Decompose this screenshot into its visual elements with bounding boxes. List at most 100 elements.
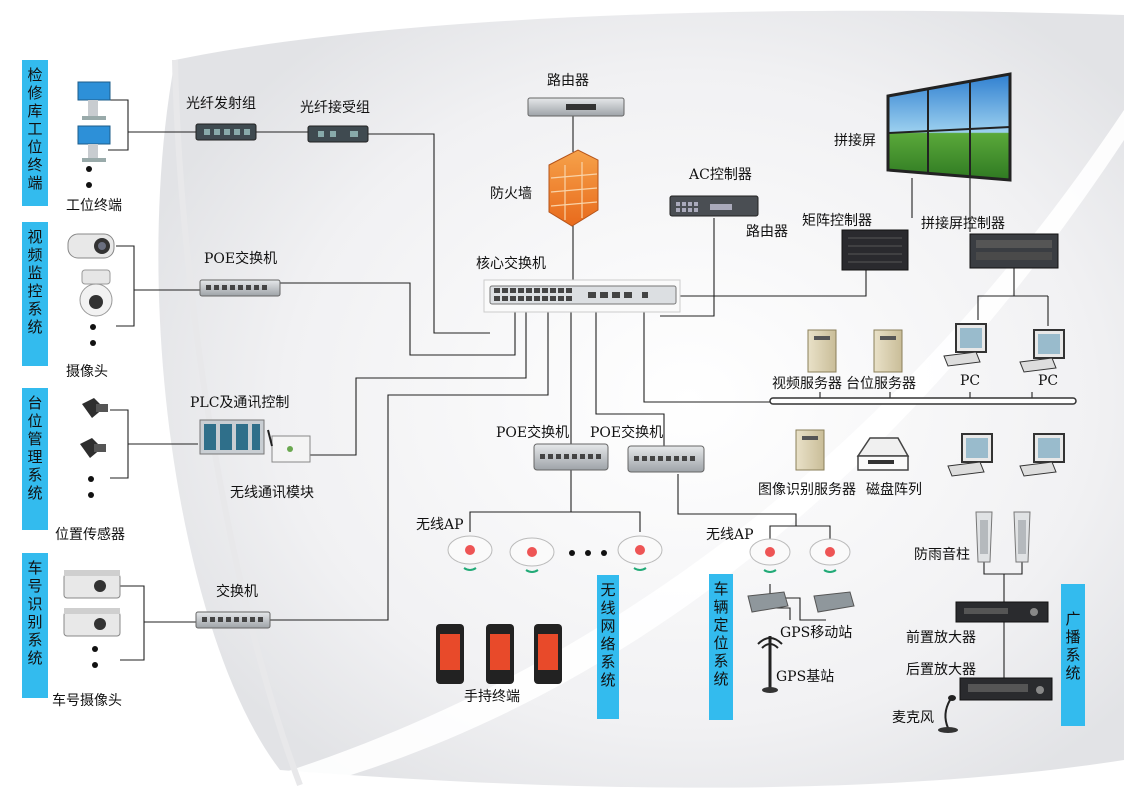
- label-pre-amplifier: 前置放大器: [906, 630, 976, 646]
- background-swoosh: [158, 10, 1124, 788]
- video-server-device: [807, 329, 837, 373]
- handheld-device-2: [486, 624, 514, 684]
- label-core-switch: 核心交换机: [476, 256, 546, 272]
- wireless-module-device: [267, 429, 311, 463]
- ellipsis-dot: [92, 662, 98, 668]
- wireless-ap-device-1: [447, 535, 493, 571]
- ellipsis-dot: [86, 182, 92, 188]
- fiber-transmitter-device: [195, 123, 257, 141]
- ac-controller-device: [669, 195, 759, 217]
- label-post-amplifier: 后置放大器: [906, 662, 976, 678]
- wireless-ap-device-4: [749, 538, 791, 573]
- label-router-top: 路由器: [547, 73, 589, 89]
- label-poe-switch-left: POE交换机: [204, 251, 278, 267]
- label-fiber-tx: 光纤发射组: [186, 96, 256, 112]
- ellipsis-dot: [90, 324, 96, 330]
- label-wireless-module: 无线通讯模块: [230, 485, 314, 501]
- poe-switch-left-device: [199, 279, 281, 297]
- router-top-device: [527, 97, 625, 117]
- post-amplifier-device: [959, 677, 1053, 701]
- ellipsis-dot: [90, 340, 96, 346]
- label-matrix-controller: 矩阵控制器: [802, 213, 872, 229]
- label-ac-controller: AC控制器: [689, 167, 752, 183]
- label-switch: 交换机: [216, 584, 258, 600]
- dome-camera-device: [79, 269, 113, 317]
- label-pc-2: PC: [1038, 373, 1059, 389]
- splice-controller-device: [969, 233, 1059, 269]
- label-position-sensor: 位置传感器: [55, 527, 125, 543]
- label-splice-screen: 拼接屏: [834, 133, 876, 149]
- label-gps-base: GPS基站: [776, 669, 835, 685]
- connection-lines: [108, 99, 1049, 678]
- splice-screen-device: [886, 72, 1012, 182]
- ellipsis-dot: [86, 166, 92, 172]
- gps-mobile-device-2: [813, 591, 855, 613]
- plate-camera-device-2: [63, 608, 121, 637]
- firewall-device: [548, 149, 599, 227]
- label-rain-speaker: 防雨音柱: [914, 547, 970, 563]
- microphone-device: [938, 695, 958, 733]
- poe-switch-a-device: [533, 443, 609, 471]
- pc-device-1: [943, 323, 987, 367]
- bullet-camera-device: [67, 233, 115, 259]
- position-server-device: [873, 329, 903, 373]
- pc-device-3: [947, 433, 993, 477]
- disk-array-device: [856, 437, 910, 471]
- server-bus: [769, 397, 1077, 405]
- label-handheld: 手持终端: [464, 689, 520, 705]
- wireless-ap-device-3: [617, 535, 663, 571]
- system-bar-wireless: 无线网络系统: [597, 575, 619, 719]
- label-gps-mobile: GPS移动站: [780, 625, 853, 641]
- ellipsis-dots: [569, 550, 607, 556]
- workstation-terminal-device-1: [77, 81, 111, 120]
- label-pc-1: PC: [960, 373, 981, 389]
- system-bar-workstation: 检修库工位终端: [22, 60, 48, 206]
- plate-camera-device-1: [63, 570, 121, 599]
- system-bar-vehicle: 车辆定位系统: [709, 574, 733, 720]
- wireless-ap-device-2: [509, 537, 555, 573]
- image-server-device: [795, 429, 825, 471]
- system-bar-video: 视频监控系统: [22, 222, 48, 366]
- plc-controller-device: [199, 419, 265, 455]
- matrix-controller-device: [841, 229, 909, 271]
- label-wireless-ap-b: 无线AP: [706, 527, 754, 543]
- ellipsis-dot: [88, 492, 94, 498]
- fiber-receiver-device: [307, 125, 369, 143]
- label-plate-camera: 车号摄像头: [52, 693, 122, 709]
- label-microphone: 麦克风: [892, 710, 934, 726]
- label-workstation-terminal: 工位终端: [66, 198, 122, 214]
- position-sensor-device-2: [80, 438, 106, 458]
- label-plc: PLC及通讯控制: [190, 395, 290, 411]
- label-firewall: 防火墙: [490, 186, 532, 202]
- system-bar-position: 台位管理系统: [22, 388, 48, 530]
- label-image-server: 图像识别服务器: [758, 482, 856, 498]
- pre-amplifier-device: [955, 601, 1049, 623]
- system-bar-plate: 车号识别系统: [22, 553, 48, 698]
- label-position-server: 台位服务器: [846, 376, 916, 392]
- handheld-device-3: [534, 624, 562, 684]
- gps-base-device: [757, 636, 783, 693]
- label-splice-controller: 拼接屏控制器: [921, 216, 1005, 232]
- ellipsis-dot: [92, 646, 98, 652]
- pc-device-2: [1019, 329, 1065, 373]
- switch-device: [195, 611, 271, 629]
- handheld-device-1: [436, 624, 464, 684]
- pc-device-4: [1019, 433, 1065, 477]
- label-camera: 摄像头: [66, 364, 108, 380]
- rain-speaker-device-1: [975, 511, 993, 563]
- core-switch-device: [483, 279, 681, 313]
- workstation-terminal-device-2: [77, 125, 111, 162]
- label-disk-array: 磁盘阵列: [866, 482, 922, 498]
- gps-mobile-device-1: [747, 591, 789, 613]
- label-video-server: 视频服务器: [772, 376, 842, 392]
- label-poe-switch-a: POE交换机: [496, 425, 570, 441]
- label-wireless-ap-a: 无线AP: [416, 517, 464, 533]
- label-poe-switch-b: POE交换机: [590, 425, 664, 441]
- system-bar-broadcast: 广播系统: [1061, 584, 1085, 726]
- wireless-ap-device-5: [809, 538, 851, 573]
- label-fiber-rx: 光纤接受组: [300, 100, 370, 116]
- poe-switch-b-device: [627, 445, 705, 473]
- position-sensor-device-1: [82, 398, 108, 418]
